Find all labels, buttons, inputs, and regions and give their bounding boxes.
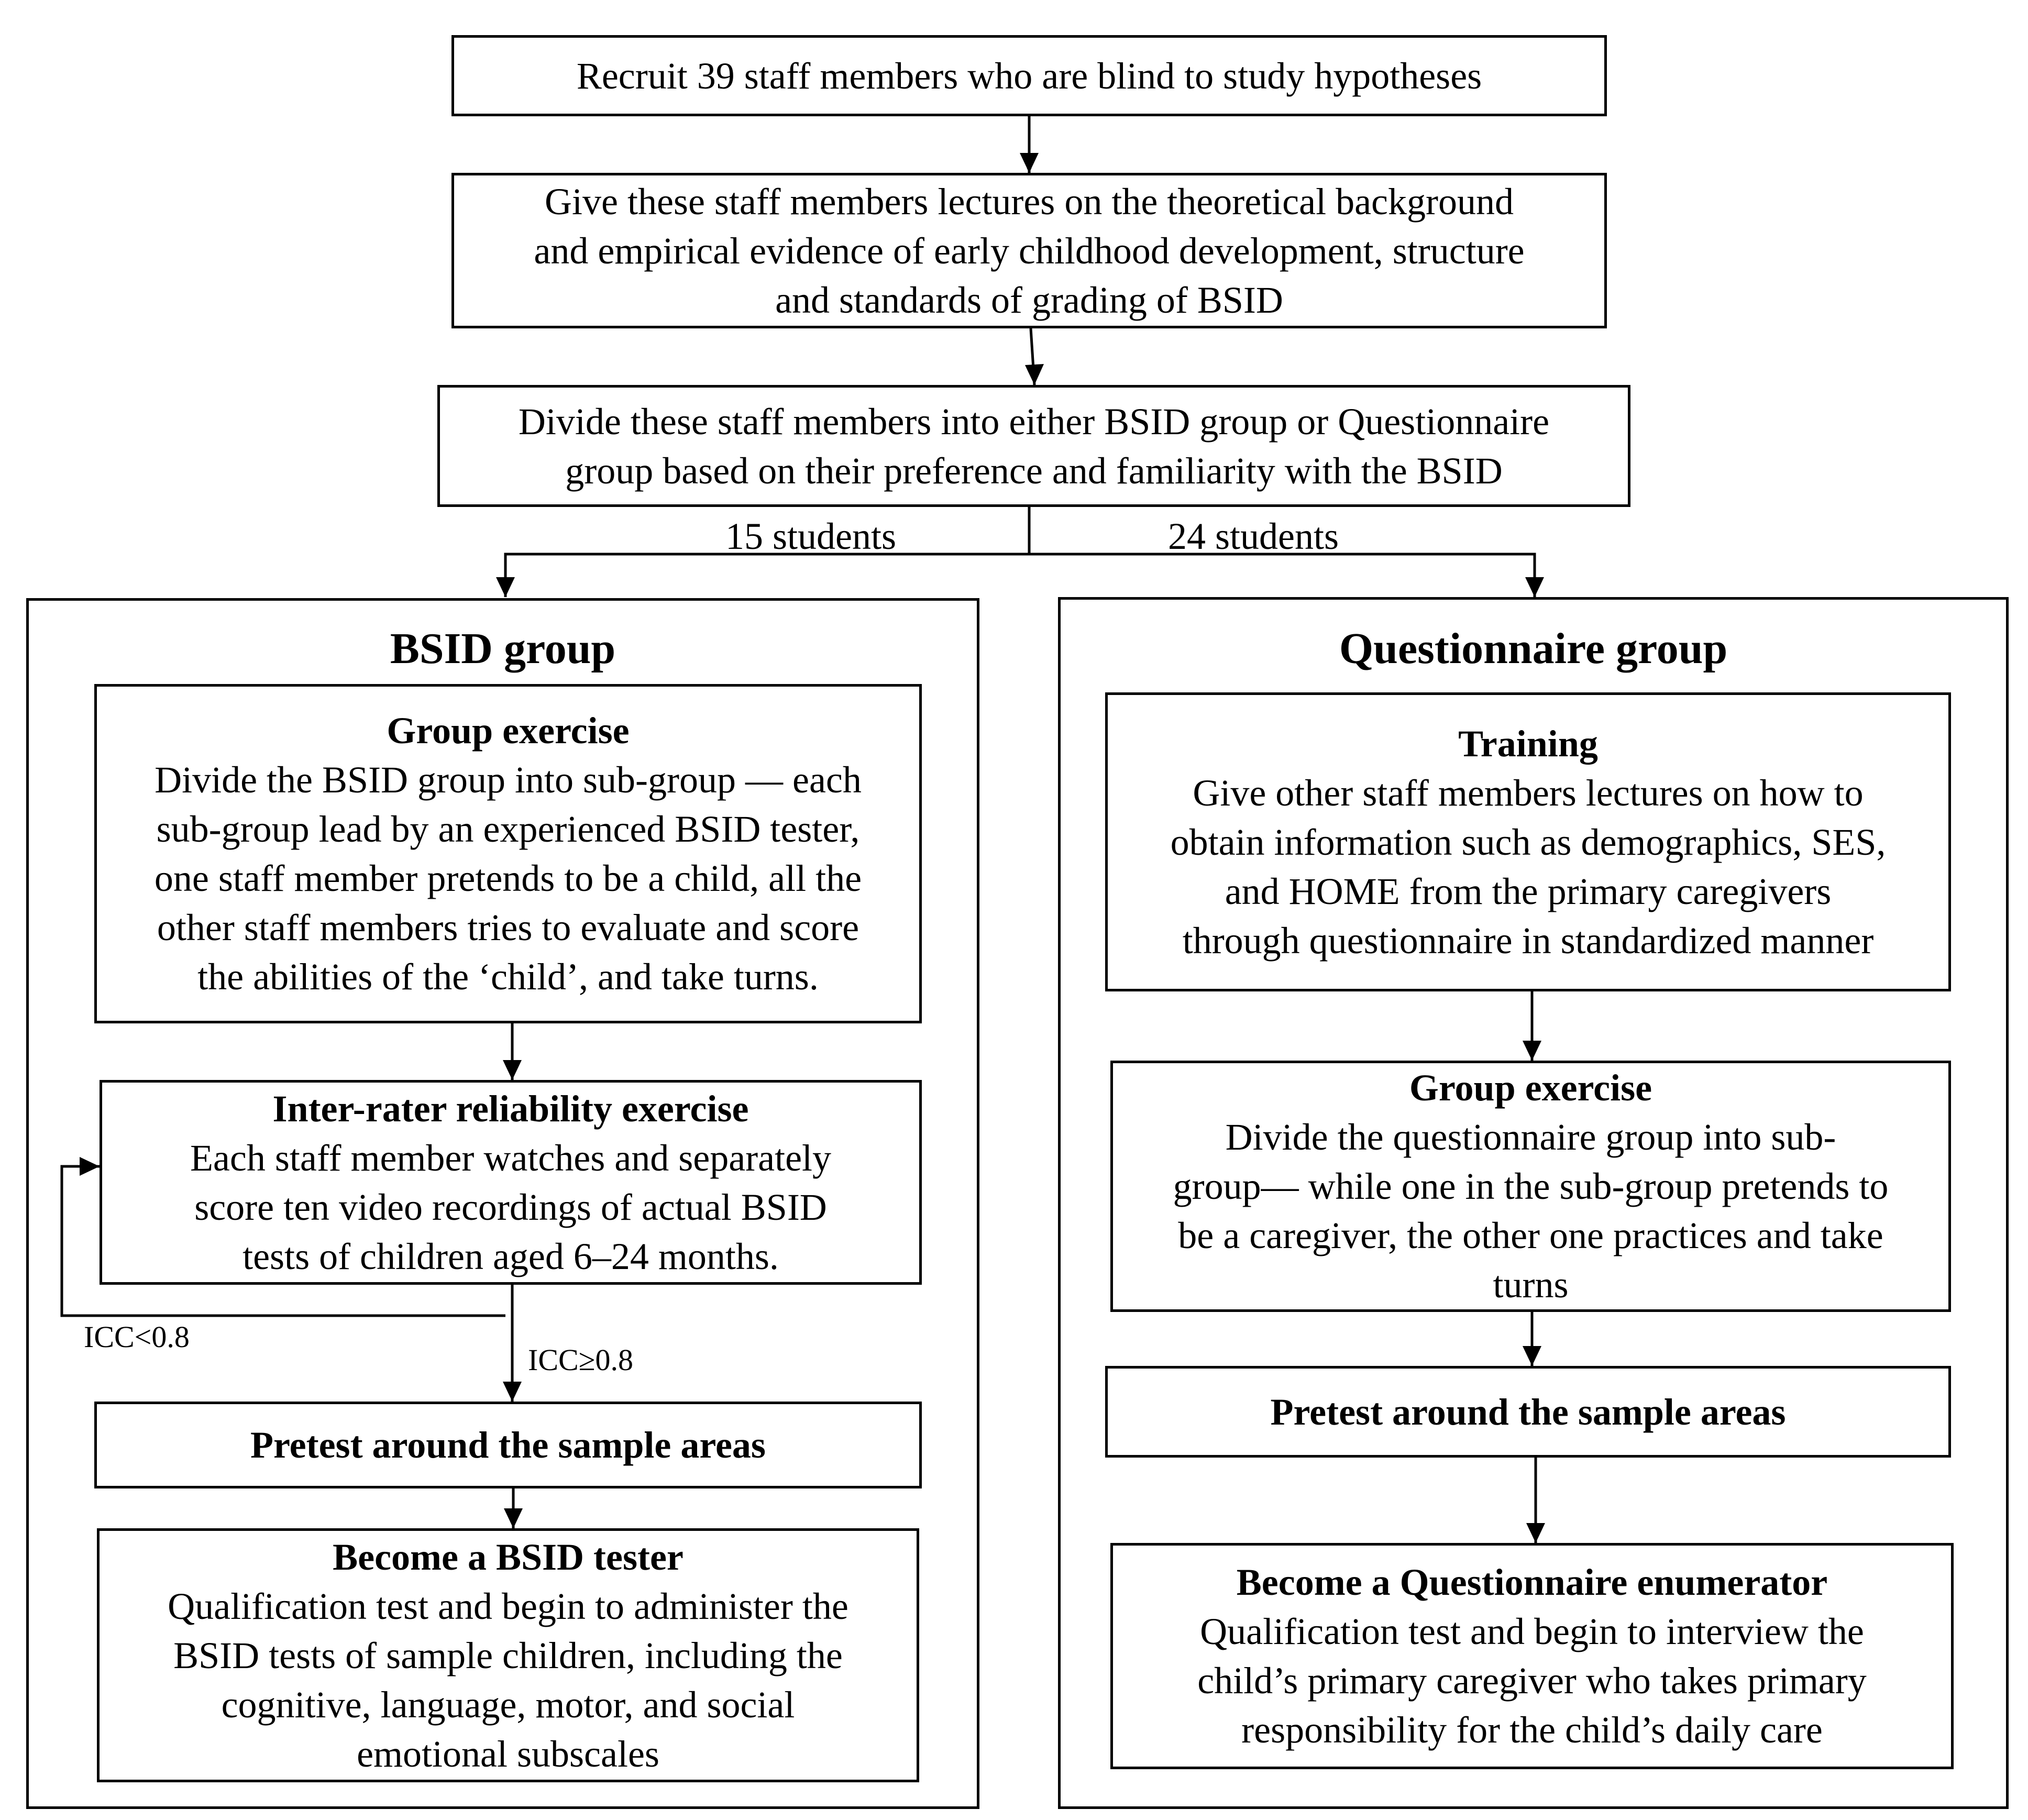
questionnaire-training-line: and HOME from the primary caregivers (1225, 870, 1832, 912)
questionnaire-enumerator-title: Become a Questionnaire enumerator (1236, 1561, 1828, 1603)
bsid-group-exercise-line: sub-group lead by an experienced BSID te… (156, 808, 860, 850)
bsid-tester-box: Become a BSID tester Qualification test … (97, 1528, 919, 1782)
arrowhead (504, 1508, 523, 1528)
questionnaire-group-exercise-line: turns (1493, 1264, 1569, 1306)
questionnaire-training-line: obtain information such as demographics,… (1170, 821, 1886, 863)
lectures-box: Give these staff members lectures on the… (451, 173, 1607, 328)
bsid-group-exercise-title: Group exercise (387, 710, 630, 752)
bsid-tester-line: Qualification test and begin to administ… (168, 1585, 848, 1627)
arrowhead (1020, 153, 1039, 173)
reliability-exercise-line: tests of children aged 6–24 months. (243, 1235, 779, 1277)
arrowhead (80, 1157, 100, 1176)
arrowhead (1523, 1346, 1541, 1366)
questionnaire-group-exercise-line: be a caregiver, the other one practices … (1178, 1215, 1883, 1256)
arrowhead (1526, 1523, 1545, 1543)
arrowhead (496, 577, 515, 597)
bsid-tester-title: Become a BSID tester (333, 1536, 684, 1578)
questionnaire-enumerator-line: Qualification test and begin to intervie… (1200, 1611, 1864, 1652)
reliability-exercise-line: Each staff member watches and separately (190, 1137, 832, 1179)
questionnaire-group-exercise-line: Divide the questionnaire group into sub- (1225, 1116, 1836, 1158)
divide-line: group based on their preference and fami… (565, 449, 1503, 492)
divide-box: Divide these staff members into either B… (437, 385, 1630, 507)
bsid-group-exercise-line: the abilities of the ‘child’, and take t… (197, 956, 819, 998)
questionnaire-enumerator-box: Become a Questionnaire enumerator Qualif… (1110, 1543, 1954, 1769)
questionnaire-training-title: Training (1458, 722, 1598, 765)
questionnaire-group-heading: Questionnaire group (1339, 624, 1728, 673)
bsid-group-exercise-line: one staff member pretends to be a child,… (154, 857, 862, 899)
lectures-line: and standards of grading of BSID (775, 279, 1283, 321)
reliability-exercise-line: score ten video recordings of actual BSI… (194, 1186, 827, 1228)
lectures-line: Give these staff members lectures on the… (545, 180, 1514, 223)
reliability-exercise-box: Inter-rater reliability exercise Each st… (100, 1080, 922, 1285)
arrowhead (1525, 577, 1544, 597)
questionnaire-training-line: through questionnaire in standardized ma… (1182, 919, 1874, 962)
arrowhead (1025, 364, 1044, 385)
reliability-exercise-title: Inter-rater reliability exercise (272, 1087, 749, 1130)
questionnaire-group-panel: Questionnaire group (1058, 597, 2009, 1809)
bsid-group-exercise-line: Divide the BSID group into sub-group — e… (155, 759, 862, 801)
questionnaire-enumerator-line: child’s primary caregiver who takes prim… (1197, 1660, 1867, 1702)
split-label-right: 24 students (1168, 515, 1339, 557)
recruit-text: Recruit 39 staff members who are blind t… (576, 54, 1482, 97)
questionnaire-training-box: Training Give other staff members lectur… (1105, 692, 1951, 991)
arrowhead (503, 1060, 522, 1080)
bsid-group-panel: BSID group (26, 598, 979, 1809)
split-label-left: 15 students (725, 515, 897, 557)
arrowhead (503, 1382, 522, 1402)
questionnaire-training-line: Give other staff members lectures on how… (1193, 771, 1864, 814)
lectures-line: and empirical evidence of early childhoo… (534, 229, 1525, 272)
questionnaire-group-exercise-title: Group exercise (1409, 1067, 1652, 1109)
icc-fail-label: ICC<0.8 (84, 1320, 190, 1354)
split-branch-line (504, 553, 1536, 597)
bsid-group-exercise-line: other staff members tries to evaluate an… (157, 907, 859, 948)
icc-pass-label: ICC≥0.8 (528, 1343, 634, 1377)
questionnaire-enumerator-line: responsibility for the child’s daily car… (1241, 1709, 1823, 1751)
bsid-group-exercise-box: Group exercise Divide the BSID group int… (94, 684, 922, 1023)
questionnaire-pretest-box: Pretest around the sample areas (1105, 1366, 1951, 1458)
bsid-tester-line: emotional subscales (357, 1733, 659, 1775)
questionnaire-group-exercise-box: Group exercise Divide the questionnaire … (1110, 1061, 1951, 1312)
questionnaire-group-exercise-line: group— while one in the sub-group preten… (1173, 1165, 1889, 1207)
bsid-tester-line: cognitive, language, motor, and social (221, 1683, 795, 1726)
recruit-box: Recruit 39 staff members who are blind t… (451, 35, 1607, 116)
bsid-pretest-box: Pretest around the sample areas (94, 1402, 922, 1488)
bsid-group-heading: BSID group (390, 624, 616, 673)
arrowhead (1523, 1041, 1541, 1061)
questionnaire-pretest-text: Pretest around the sample areas (1270, 1391, 1786, 1433)
bsid-pretest-text: Pretest around the sample areas (250, 1424, 766, 1466)
divide-line: Divide these staff members into either B… (518, 400, 1550, 443)
bsid-tester-line: BSID tests of sample children, including… (173, 1634, 843, 1676)
